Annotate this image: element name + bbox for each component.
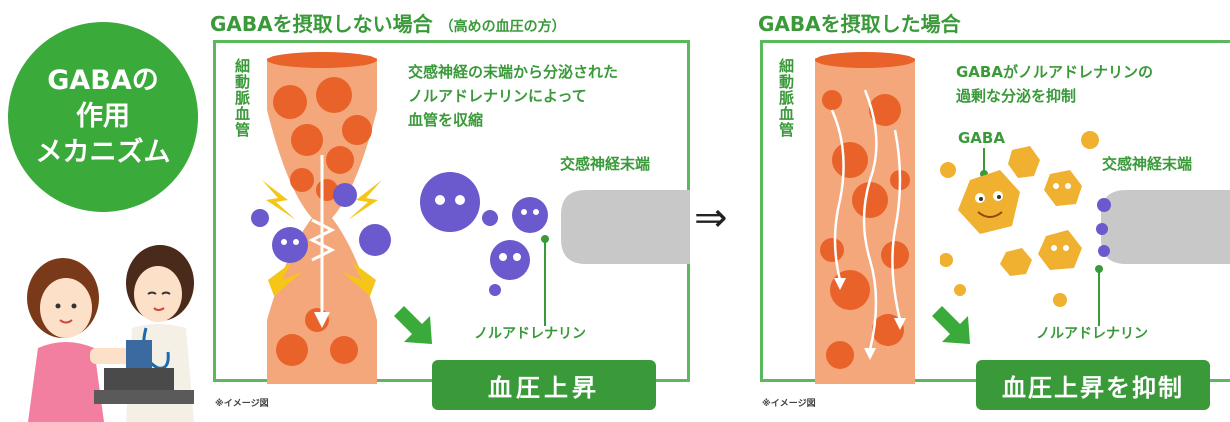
right-vessel-label: 細動脈血管 bbox=[777, 58, 795, 138]
noradrenaline-pointer-left bbox=[541, 235, 549, 326]
left-note: ※イメージ図 bbox=[215, 399, 269, 409]
left-vessel-label: 細動脈血管 bbox=[233, 58, 251, 138]
blood-pressure-illustration bbox=[27, 245, 194, 422]
right-noradrenaline-label: ノルアドレナリン bbox=[1036, 326, 1148, 342]
left-noradrenaline-label: ノルアドレナリン bbox=[474, 326, 586, 342]
right-result-box: 血圧上昇を抑制 bbox=[976, 360, 1210, 410]
left-caption-line-3: 血管を収縮 bbox=[408, 111, 484, 129]
noradrenaline-molecules-left-2 bbox=[504, 197, 548, 253]
mechanism-line-2: 作用 bbox=[76, 101, 130, 132]
noradrenaline-molecules-left bbox=[251, 172, 530, 296]
left-panel-subtitle: （高めの血圧の方） bbox=[439, 19, 566, 35]
mechanism-badge: GABAの 作用 メカニズム bbox=[8, 22, 198, 212]
mechanism-line-1: GABAの bbox=[47, 65, 159, 96]
left-result-box: 血圧上昇 bbox=[432, 360, 656, 410]
right-panel-title: GABAを摂取した場合 bbox=[758, 12, 961, 36]
right-caption-line-2: 過剰な分泌を抑制 bbox=[956, 87, 1077, 105]
right-nerve-label: 交感神経末端 bbox=[1102, 155, 1193, 173]
noradrenaline-pointer-right bbox=[1095, 265, 1103, 326]
gaba-label: GABA bbox=[958, 129, 1005, 147]
left-panel-title: GABAを摂取しない場合 bbox=[210, 12, 433, 36]
gaba-molecules bbox=[940, 131, 1099, 307]
down-arrow-left-icon bbox=[394, 306, 432, 344]
left-caption-line-2: ノルアドレナリンによって bbox=[408, 87, 587, 105]
left-caption-line-1: 交感神経の末端から分泌された bbox=[408, 63, 619, 81]
mechanism-line-3: メカニズム bbox=[35, 137, 171, 168]
nerve-terminal-right bbox=[1096, 190, 1230, 264]
nerve-terminal-left bbox=[561, 190, 690, 264]
right-note: ※イメージ図 bbox=[762, 399, 816, 409]
open-vessel bbox=[815, 52, 915, 384]
left-nerve-label: 交感神経末端 bbox=[560, 155, 651, 173]
down-arrow-right-icon bbox=[932, 306, 970, 344]
transition-arrow-icon: ⇒ bbox=[694, 195, 728, 241]
constricted-vessel bbox=[262, 52, 382, 384]
right-caption-line-1: GABAがノルアドレナリンの bbox=[956, 63, 1153, 81]
